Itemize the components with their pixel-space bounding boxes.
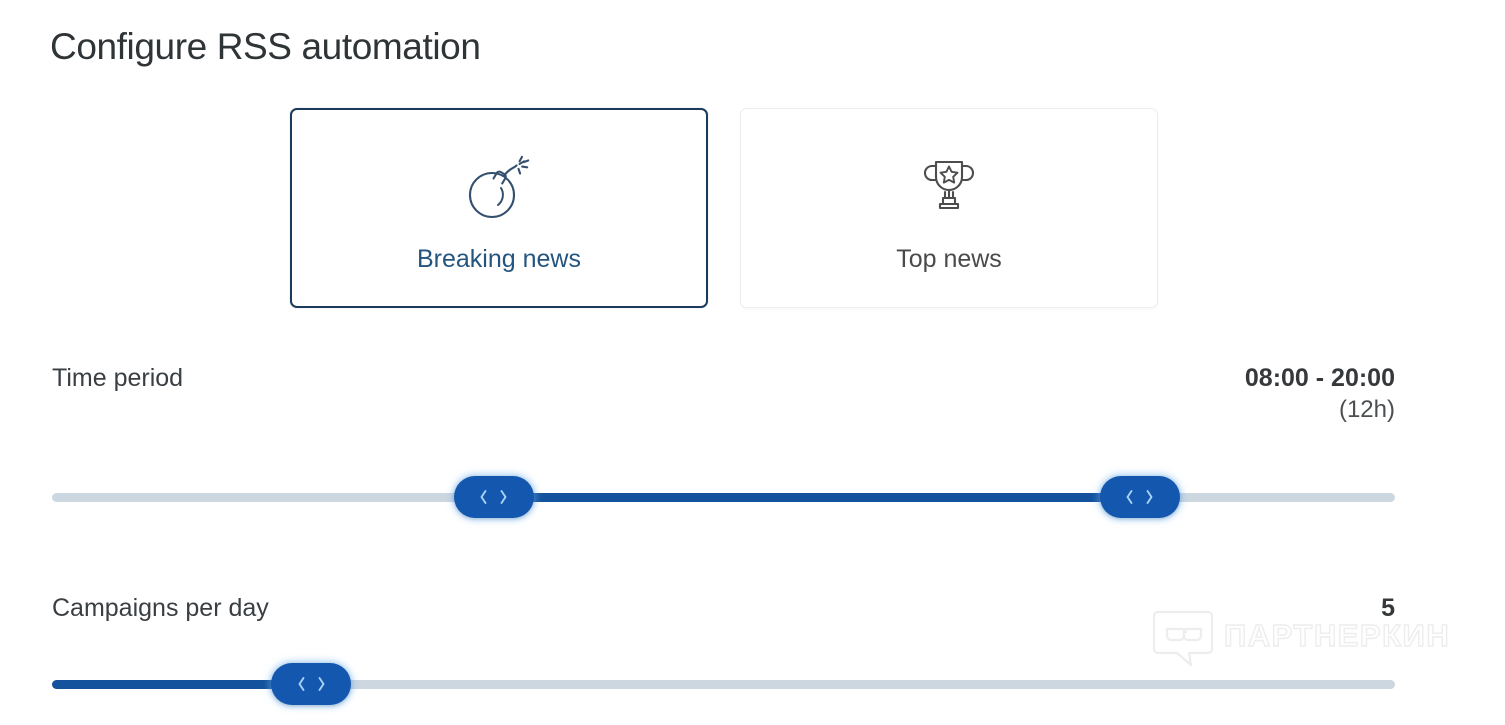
campaigns-per-day-slider[interactable] bbox=[52, 661, 1395, 707]
category-card-group: Breaking news Top news bbox=[290, 108, 1158, 308]
chevron-right-icon bbox=[1146, 490, 1153, 504]
time-period-handle-end[interactable] bbox=[1099, 476, 1180, 518]
time-period-slider[interactable] bbox=[52, 474, 1395, 520]
time-period-handle-start[interactable] bbox=[453, 476, 534, 518]
page-title: Configure RSS automation bbox=[50, 26, 481, 67]
time-period-range: 08:00 - 20:00 bbox=[1244, 364, 1395, 392]
chevron-right-icon bbox=[318, 677, 325, 691]
campaigns-per-day-value: 5 bbox=[1381, 593, 1395, 623]
trophy-icon bbox=[916, 142, 982, 228]
time-period-value: 08:00 - 20:00 (12h) bbox=[1245, 363, 1395, 427]
bomb-icon bbox=[463, 142, 535, 228]
time-period-duration: (12h) bbox=[1338, 396, 1395, 423]
chevron-left-icon bbox=[480, 490, 487, 504]
slider-track-fill bbox=[493, 493, 1140, 502]
time-period-label: Time period bbox=[52, 364, 184, 392]
watermark: ПАРТНЕРКИН bbox=[1152, 604, 1450, 668]
category-label: Breaking news bbox=[417, 245, 581, 273]
chevron-right-icon bbox=[500, 490, 507, 504]
category-card-top-news[interactable]: Top news bbox=[740, 108, 1158, 308]
speech-bubble-sunglasses-icon bbox=[1152, 610, 1214, 667]
slider-track-fill bbox=[52, 680, 312, 689]
campaigns-per-day-number: 5 bbox=[1381, 594, 1395, 622]
category-card-breaking-news[interactable]: Breaking news bbox=[290, 108, 708, 308]
chevron-left-icon bbox=[1126, 490, 1133, 504]
slider-track[interactable] bbox=[52, 680, 1395, 689]
category-label: Top news bbox=[896, 245, 1002, 273]
campaigns-per-day-handle[interactable] bbox=[271, 663, 352, 705]
watermark-text: ПАРТНЕРКИН bbox=[1223, 617, 1451, 653]
chevron-left-icon bbox=[298, 677, 305, 691]
campaigns-per-day-label: Campaigns per day bbox=[52, 594, 269, 622]
